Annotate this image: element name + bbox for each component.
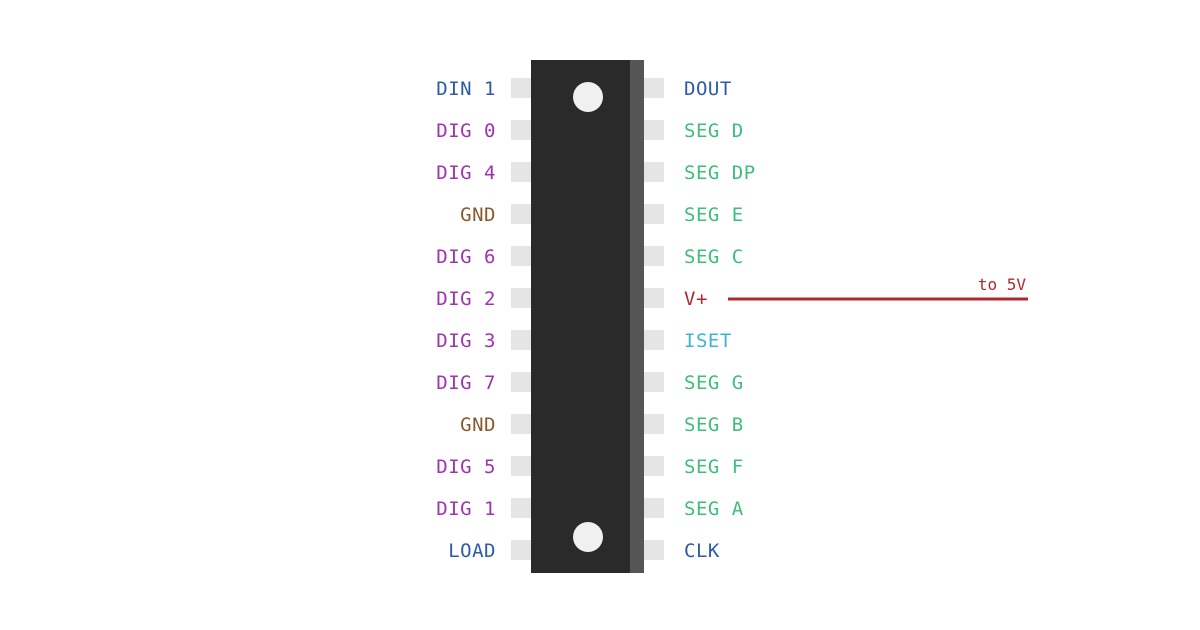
right-label-group: DOUT SEG D SEG DP SEG E SEG C V+ ISET SEG G SEG … <box>684 78 756 562</box>
pin-label-dout: DOUT <box>684 78 732 100</box>
left-pin-gnd-4 <box>511 204 531 224</box>
right-pin-seg-dp-3 <box>644 162 664 182</box>
pin-label-seg-f: SEG F <box>684 456 744 478</box>
left-pin-load-12 <box>511 540 531 560</box>
right-pin-clk-12 <box>644 540 664 560</box>
right-pin-dout-1 <box>644 78 664 98</box>
right-pin-iset-7 <box>644 330 664 350</box>
pin-label-seg-b: SEG B <box>684 414 744 436</box>
chip-body <box>531 60 630 573</box>
right-pin-seg-c-5 <box>644 246 664 266</box>
left-pin-dig-1-11 <box>511 498 531 518</box>
right-pin-seg-g-8 <box>644 372 664 392</box>
chip-side-shading <box>628 60 644 573</box>
pin-label-dig-4: DIG 4 <box>436 162 496 184</box>
left-pin-dig-0-2 <box>511 120 531 140</box>
pin-label-seg-c: SEG C <box>684 246 744 268</box>
right-pin-seg-d-2 <box>644 120 664 140</box>
left-label-group: DIN 1 DIG 0 DIG 4 GND DIG 6 DIG 2 DIG 3 DIG 7 GN… <box>436 78 496 562</box>
left-pin-dig-7-8 <box>511 372 531 392</box>
right-pin-group <box>644 78 664 560</box>
pin-label-din-1: DIN 1 <box>436 78 496 100</box>
left-pin-dig-6-5 <box>511 246 531 266</box>
chip-notch-top <box>573 82 603 112</box>
right-pin-v-6 <box>644 288 664 308</box>
pin-label-seg-d: SEG D <box>684 120 744 142</box>
pin-label-gnd: GND <box>460 414 496 436</box>
pin-label-seg-g: SEG G <box>684 372 744 394</box>
pin-label-load: LOAD <box>448 540 496 562</box>
pin-label-seg-dp: SEG DP <box>684 162 756 184</box>
pin-label-seg-e: SEG E <box>684 204 744 226</box>
pin-label-dig-6: DIG 6 <box>436 246 496 268</box>
left-pin-dig-4-3 <box>511 162 531 182</box>
pin-label-dig-5: DIG 5 <box>436 456 496 478</box>
power-wire-label: to 5V <box>978 275 1027 294</box>
left-pin-din-1-1 <box>511 78 531 98</box>
right-pin-seg-a-11 <box>644 498 664 518</box>
pin-label-dig-2: DIG 2 <box>436 288 496 310</box>
chip-notch-bottom <box>573 522 603 552</box>
left-pin-dig-5-10 <box>511 456 531 476</box>
pin-label-iset: ISET <box>684 330 732 352</box>
left-pin-dig-2-6 <box>511 288 531 308</box>
right-pin-seg-f-10 <box>644 456 664 476</box>
pin-label-dig-0: DIG 0 <box>436 120 496 142</box>
left-pin-group <box>511 78 531 560</box>
right-pin-seg-b-9 <box>644 414 664 434</box>
right-pin-seg-e-4 <box>644 204 664 224</box>
pin-label-dig-1: DIG 1 <box>436 498 496 520</box>
pin-label-dig-7: DIG 7 <box>436 372 496 394</box>
pin-label-v: V+ <box>684 288 708 310</box>
pin-label-seg-a: SEG A <box>684 498 744 520</box>
left-pin-gnd-9 <box>511 414 531 434</box>
pin-label-clk: CLK <box>684 540 720 562</box>
left-pin-dig-3-7 <box>511 330 531 350</box>
pin-label-dig-3: DIG 3 <box>436 330 496 352</box>
pin-label-gnd: GND <box>460 204 496 226</box>
